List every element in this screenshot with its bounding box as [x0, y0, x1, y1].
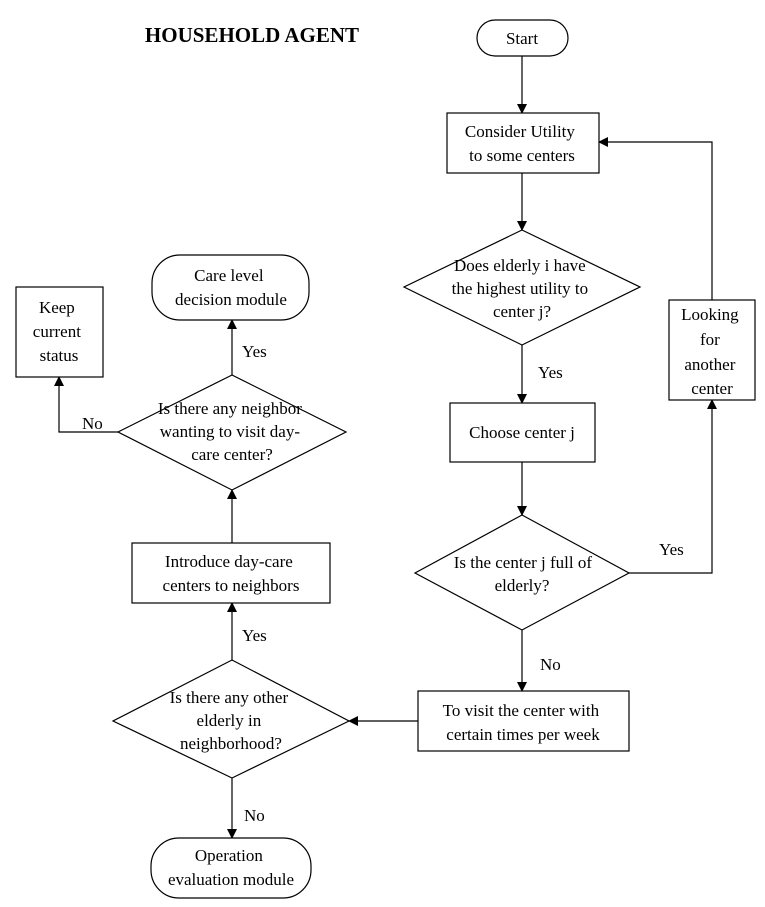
edge-looking-to-consider [598, 137, 713, 300]
node-introduce-line-2: centers to neighbors [163, 576, 300, 595]
svg-text:Is the center j full of: Is the center j full of elderly? [454, 553, 597, 595]
node-looking-line-2: for [700, 330, 720, 349]
node-keep-status-line-2: current [33, 322, 81, 341]
node-neighbor-wanting-decision: Is there any neighbor wanting to visit d… [116, 374, 348, 491]
node-looking-line-4: center [691, 379, 733, 398]
node-highest-utility-decision: Does elderly i have the highest utility … [402, 229, 642, 346]
node-operation-line-2: evaluation module [168, 870, 294, 889]
svg-text:Keep current statu: Keep current status [33, 298, 85, 365]
edge-label-highest-yes: Yes [538, 363, 563, 382]
node-operation-evaluation: Operation evaluation module [150, 837, 312, 899]
node-introduce-line-1: Introduce day-care [165, 552, 293, 571]
node-keep-status-line-3: status [40, 346, 79, 365]
svg-text:Care level decision modu: Care level decision module [175, 266, 287, 309]
node-visit-center-line-2: certain times per week [446, 725, 600, 744]
node-center-full-line-2: elderly? [495, 576, 550, 595]
node-other-elderly-line-1: Is there any other [170, 688, 289, 707]
svg-text:Choose center j: Choose center j [469, 423, 575, 442]
node-introduce-centers: Introduce day-care centers to neighbors [131, 542, 331, 604]
node-other-elderly-line-3: neighborhood? [180, 734, 282, 753]
node-center-full-line-1: Is the center j full of [454, 553, 593, 572]
node-consider-utility: Consider Utility to some centers [446, 112, 600, 174]
edge-full-yes-to-looking [629, 399, 717, 574]
svg-text:Consider Utility to some: Consider Utility to some centers [465, 122, 579, 165]
node-care-level-line-1: Care level [194, 266, 264, 285]
node-neighbor-line-3: care center? [191, 445, 273, 464]
node-other-elderly-line-2: elderly in [197, 711, 262, 730]
edge-label-full-no: No [540, 655, 561, 674]
node-looking-line-3: another [684, 355, 735, 374]
svg-text:Is there any other elder: Is there any other elderly in neighborho… [170, 688, 293, 753]
svg-text:Is there any neighbor wa: Is there any neighbor wanting to visit d… [158, 399, 306, 464]
node-care-level-line-2: decision module [175, 290, 287, 309]
node-keep-status-line-1: Keep [39, 298, 75, 317]
svg-text:To visit the center with: To visit the center with certain times p… [443, 701, 604, 744]
svg-text:Does elderly i have the: Does elderly i have the highest utility … [452, 256, 593, 321]
node-other-elderly-decision: Is there any other elderly in neighborho… [111, 659, 351, 779]
node-looking-line-1: Looking [681, 305, 739, 324]
svg-text:Introduce day-care cente: Introduce day-care centers to neighbors [163, 552, 300, 595]
edge-label-neighbor-no: No [82, 414, 103, 433]
edge-label-other-yes: Yes [242, 626, 267, 645]
node-start: Start [476, 19, 569, 57]
node-highest-utility-line-3: center j? [493, 302, 551, 321]
edge-neighbor-no-to-keep [54, 376, 118, 433]
node-highest-utility-line-2: the highest utility to [452, 279, 588, 298]
node-care-level: Care level decision module [151, 254, 310, 321]
node-visit-center: To visit the center with certain times p… [417, 690, 630, 752]
edge-label-neighbor-yes: Yes [242, 342, 267, 361]
svg-text:Looking for anothe: Looking for another center [681, 305, 743, 398]
node-choose-center-text: Choose center j [469, 423, 575, 442]
node-consider-utility-line-1: Consider Utility [465, 122, 576, 141]
svg-text:Operation evaluation mod: Operation evaluation module [168, 846, 294, 889]
svg-text:Start: Start [506, 29, 538, 48]
node-consider-utility-line-2: to some centers [469, 146, 575, 165]
edge-label-other-no: No [244, 806, 265, 825]
node-operation-line-1: Operation [195, 846, 263, 865]
node-looking-another-center: Looking for another center [668, 299, 756, 401]
node-neighbor-line-2: wanting to visit day- [160, 422, 301, 441]
node-keep-status: Keep current status [15, 286, 104, 378]
diagram-title: HOUSEHOLD AGENT [145, 23, 359, 47]
node-neighbor-line-1: Is there any neighbor [158, 399, 302, 418]
node-center-full-decision: Is the center j full of elderly? [413, 514, 631, 631]
node-choose-center: Choose center j [449, 402, 596, 463]
node-start-text: Start [506, 29, 538, 48]
node-highest-utility-line-1: Does elderly i have [454, 256, 586, 275]
edge-label-full-yes: Yes [659, 540, 684, 559]
node-visit-center-line-1: To visit the center with [443, 701, 600, 720]
